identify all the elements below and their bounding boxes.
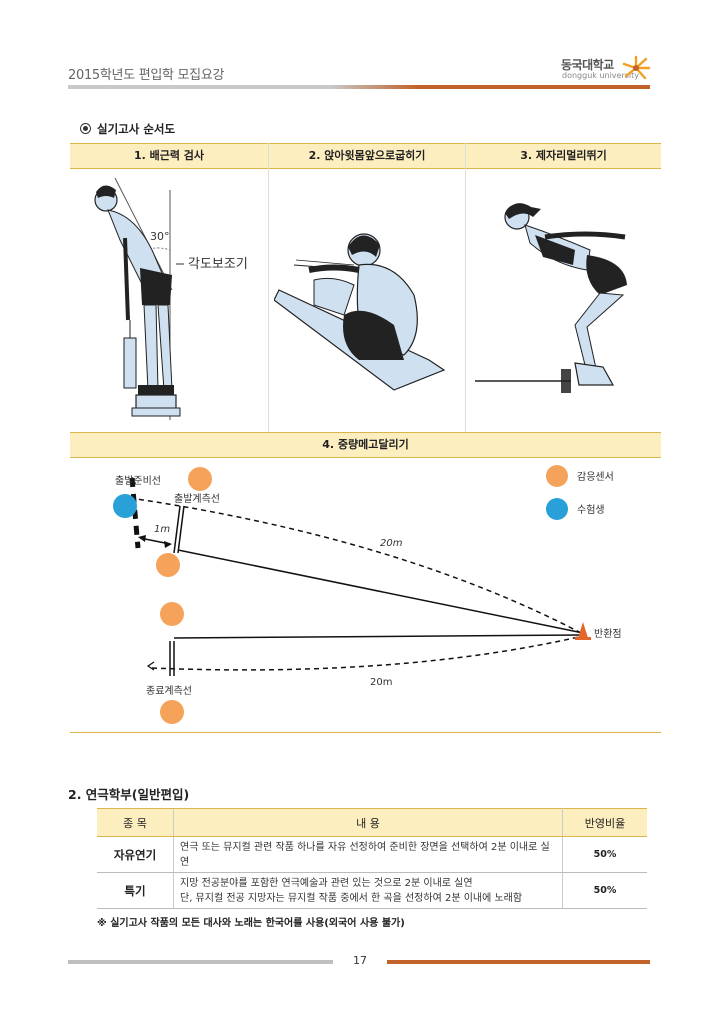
turn-point-label: 반환점	[594, 628, 622, 640]
row-item: 자유연기	[97, 836, 174, 873]
back-strength-illustration: 30° 각도보조기	[94, 177, 248, 420]
university-logo-icon	[622, 55, 651, 80]
standing-long-jump-illustration	[475, 203, 627, 393]
legend-examinee-label: 수험생	[577, 504, 605, 516]
col-header-content: 내 용	[173, 808, 563, 837]
start-measure-line-label: 출발계측선	[174, 493, 220, 505]
column-divider	[465, 143, 466, 432]
angle-aid-label: 각도보조기	[188, 257, 248, 272]
distance-top-label: 20m	[380, 538, 403, 549]
section-heading-theatre: 2. 연극학부(일반편입)	[68, 787, 190, 802]
table-row: 자유연기 연극 또는 뮤지컬 관련 작품 하나를 자유 선정하여 준비한 장면을…	[97, 836, 647, 873]
bullet-icon	[80, 123, 91, 134]
sensor-marker	[160, 602, 184, 626]
table-header-row: 종 목 내 용 반영비율	[97, 808, 647, 837]
section-heading-text: 실기고사 순서도	[97, 122, 176, 136]
column-divider	[268, 143, 269, 432]
row-ratio: 50%	[562, 872, 647, 909]
university-logo-text: 동국대학교	[561, 58, 614, 72]
row-item: 특기	[97, 872, 174, 909]
sensor-marker	[188, 467, 212, 491]
distance-bottom-label: 20m	[370, 677, 392, 688]
section-heading-practical-order: 실기고사 순서도	[80, 121, 175, 137]
figure-bottom-rule	[70, 732, 661, 733]
legend-sensor-swatch	[546, 465, 568, 487]
distance-1m-label: 1m	[154, 524, 170, 535]
table-row: 특기 지망 전공분야를 포함한 연극예술과 관련 있는 것으로 2분 이내로 실…	[97, 872, 647, 909]
sensor-marker	[160, 700, 184, 724]
row-content: 지망 전공분야를 포함한 연극예술과 관련 있는 것으로 2분 이내로 실연 단…	[173, 872, 563, 909]
examinee-marker	[113, 494, 137, 518]
end-measure-line-label: 종료계측선	[146, 685, 192, 697]
test-header-1: 1. 배근력 검사	[70, 143, 268, 169]
test-header-2: 2. 앉아윗몸앞으로굽히기	[269, 143, 465, 169]
footer-rule-right	[387, 960, 650, 964]
theatre-practical-table: 종 목 내 용 반영비율 자유연기 연극 또는 뮤지컬 관련 작품 하나를 자유…	[97, 808, 647, 909]
row-content-line: 단, 뮤지컬 전공 지망자는 뮤지컬 작품 중에서 한 곡을 선정하여 2분 이…	[180, 892, 523, 904]
sit-and-reach-illustration	[274, 233, 446, 391]
row-content: 연극 또는 뮤지컬 관련 작품 하나를 자유 선정하여 준비한 장면을 선택하여…	[173, 836, 563, 873]
header-rule	[68, 85, 650, 89]
row-ratio: 50%	[562, 836, 647, 873]
footer-rule-left	[68, 960, 333, 964]
angle-label: 30°	[150, 230, 170, 243]
col-header-ratio: 반영비율	[562, 808, 647, 837]
weighted-run-diagram: 출발준비선 출발계측선 1m 20m 20m 반환점 종료계측선 감응센서 수험…	[113, 465, 622, 724]
university-logo-subtext: dongguk university	[562, 71, 640, 80]
col-header-item: 종 목	[97, 808, 174, 837]
test-header-3: 3. 제자리멀리뛰기	[466, 143, 661, 169]
document-header-title: 2015학년도 편입학 모집요강	[68, 68, 225, 83]
page-number: 17	[353, 954, 367, 967]
legend-sensor-label: 감응센서	[577, 471, 614, 483]
table-note: ※ 실기고사 작품의 모든 대사와 노래는 한국어를 사용(외국어 사용 불가)	[97, 918, 405, 929]
test-header-4: 4. 중량메고달리기	[70, 432, 661, 458]
legend-examinee-swatch	[546, 498, 568, 520]
start-prep-line-label: 출발준비선	[115, 475, 161, 487]
sensor-marker	[156, 553, 180, 577]
row-content-line: 지망 전공분야를 포함한 연극예술과 관련 있는 것으로 2분 이내로 실연	[180, 877, 473, 889]
